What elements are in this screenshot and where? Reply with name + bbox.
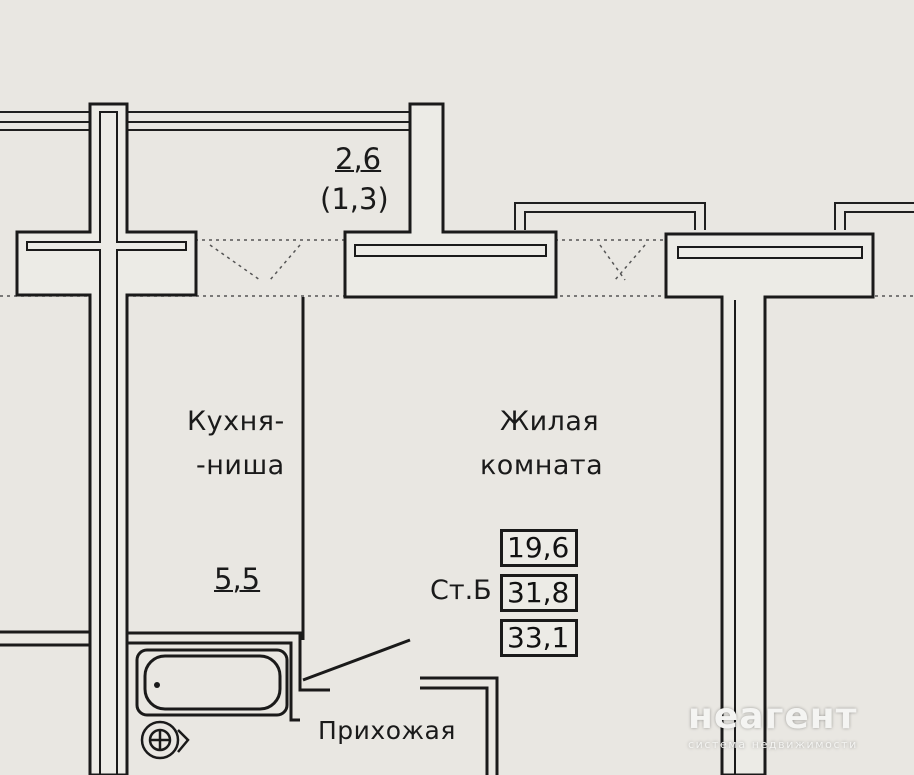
- area-total: 31,8: [500, 574, 578, 612]
- kitchen-label-line1: Кухня-: [187, 406, 285, 437]
- drain-icon: [140, 720, 190, 760]
- left-wall-pier: [15, 102, 198, 775]
- hallway-label: Прихожая: [318, 716, 456, 745]
- balcony-area-reduced: (1,3): [320, 182, 389, 216]
- stage-label: Ст.Б: [430, 575, 492, 606]
- kitchen-area: 5,5: [214, 562, 261, 596]
- living-room-label-line1: Жилая: [500, 406, 600, 437]
- living-room-label-line2: комната: [480, 450, 604, 481]
- right-wall-pier: [664, 232, 875, 775]
- balcony-area: 2,6: [335, 142, 382, 176]
- middle-wall-pier: [343, 102, 558, 299]
- bathtub-icon: [135, 648, 289, 717]
- area-living: 19,6: [500, 529, 578, 567]
- kitchen-label-line2: -ниша: [196, 450, 285, 481]
- watermark-logo: неагент: [688, 696, 858, 737]
- area-total-with-balcony: 33,1: [500, 619, 578, 657]
- watermark-tagline: система недвижимости: [688, 738, 858, 751]
